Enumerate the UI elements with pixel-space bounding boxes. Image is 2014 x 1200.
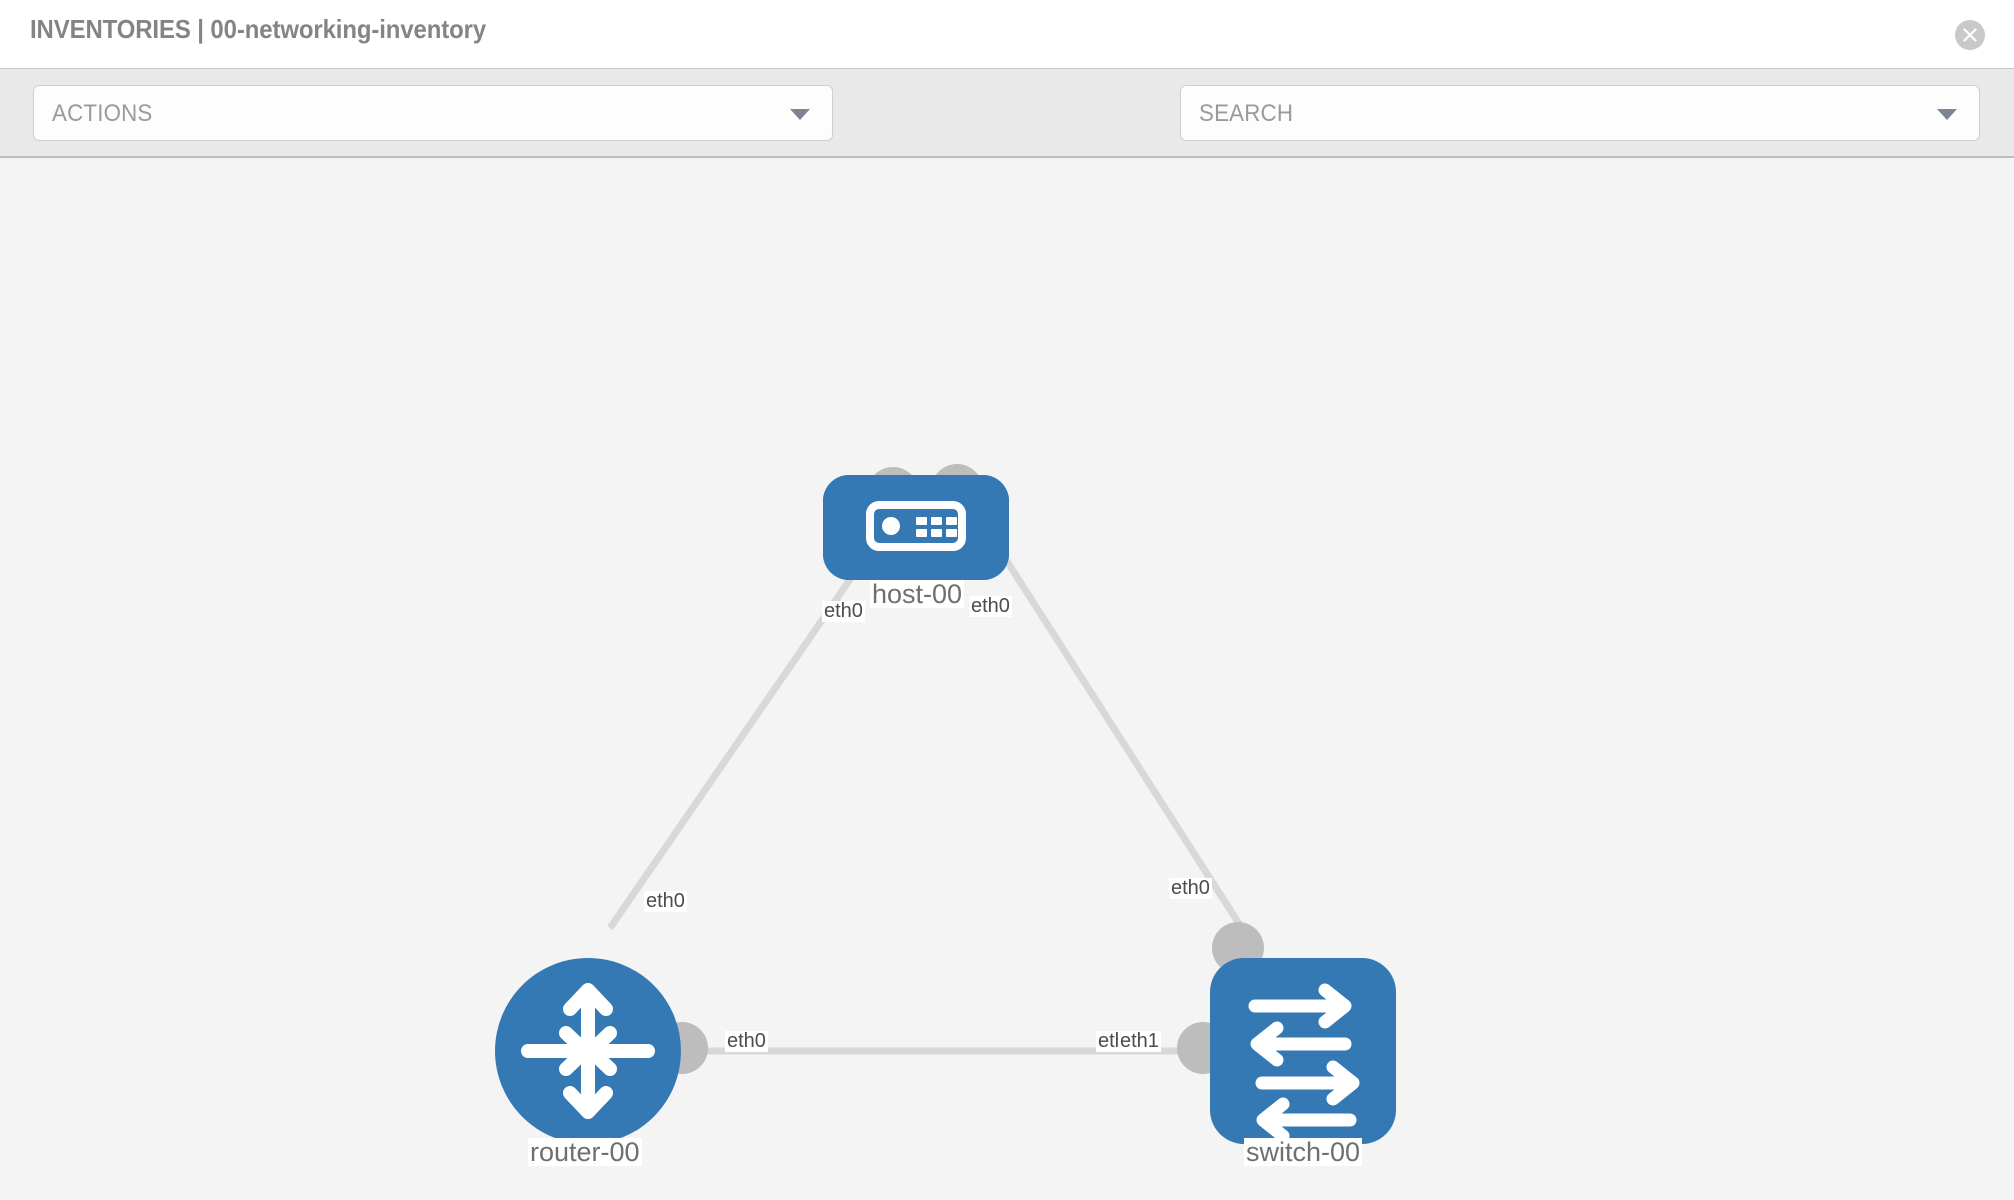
iface-label-router00-east: eth0 (725, 1030, 768, 1052)
close-icon[interactable] (1955, 20, 1985, 50)
node-switch-00[interactable] (1210, 958, 1396, 1144)
actions-dropdown[interactable]: ACTIONS (33, 85, 833, 141)
topology-graph (495, 464, 1396, 1144)
iface-label-switch00-west-eth1: eth1 (1118, 1030, 1161, 1052)
chevron-down-icon[interactable] (1937, 109, 1957, 120)
node-host-00[interactable] (823, 475, 1009, 580)
topology-canvas[interactable]: host-00 router-00 switch-00 eth0 eth0 et… (0, 158, 2014, 1200)
search-placeholder: SEARCH (1199, 100, 1294, 127)
actions-dropdown-label: ACTIONS (52, 100, 153, 127)
iface-label-router00-north: eth0 (644, 890, 687, 912)
page-header: INVENTORIES | 00-networking-inventory (0, 0, 2014, 68)
iface-label-host00-right: eth0 (969, 595, 1012, 617)
search-input[interactable]: SEARCH (1180, 85, 1980, 141)
node-label-router-00: router-00 (528, 1137, 642, 1167)
page-title: INVENTORIES | 00-networking-inventory (30, 14, 487, 44)
toolbar: ACTIONS SEARCH (0, 68, 2014, 194)
node-label-switch-00: switch-00 (1244, 1137, 1363, 1167)
node-label-host-00: host-00 (870, 579, 965, 609)
iface-label-host00-left: eth0 (822, 600, 865, 622)
iface-label-switch00-north: eth0 (1169, 877, 1212, 899)
node-router-00[interactable] (495, 958, 681, 1144)
chevron-down-icon (790, 109, 810, 120)
